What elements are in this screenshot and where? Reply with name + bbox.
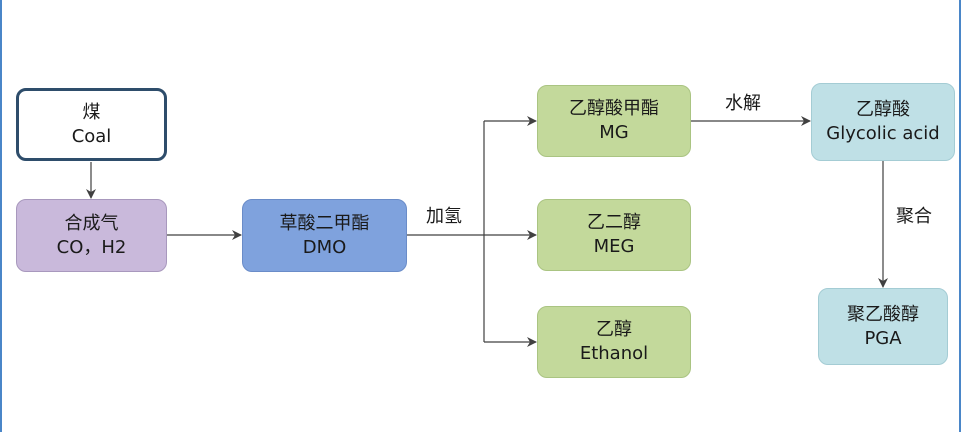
node-glycolic-zh: 乙醇酸 [856, 99, 910, 120]
edge-label-hydrolysis: 水解 [725, 93, 761, 114]
node-meg: 乙二醇 MEG [537, 199, 691, 271]
node-ethanol-zh: 乙醇 [596, 319, 632, 340]
node-coal: 煤 Coal [16, 88, 167, 161]
node-pga: 聚乙酸醇 PGA [818, 288, 948, 365]
node-glycolic-en: Glycolic acid [826, 123, 940, 144]
left-frame-line [0, 0, 2, 432]
node-dmo: 草酸二甲酯 DMO [242, 199, 407, 272]
edge-label-hydrogenation: 加氢 [426, 206, 462, 227]
node-pga-zh: 聚乙酸醇 [847, 303, 919, 325]
node-syngas-zh: 合成气 [64, 212, 119, 234]
node-dmo-en: DMO [302, 236, 347, 258]
node-meg-en: MEG [593, 236, 635, 257]
node-dmo-zh: 草酸二甲酯 [279, 212, 370, 234]
node-pga-en: PGA [864, 327, 902, 349]
node-coal-en: Coal [71, 125, 112, 147]
node-syngas-en: CO，H2 [56, 236, 127, 258]
node-ethanol-en: Ethanol [579, 343, 649, 364]
node-syngas: 合成气 CO，H2 [16, 199, 167, 272]
node-ethanol: 乙醇 Ethanol [537, 306, 691, 378]
node-mg-en: MG [599, 122, 629, 143]
node-glycolic-acid: 乙醇酸 Glycolic acid [811, 83, 955, 161]
right-frame-line [959, 0, 961, 432]
node-mg-zh: 乙醇酸甲酯 [569, 98, 659, 119]
node-mg: 乙醇酸甲酯 MG [537, 85, 691, 157]
edge-label-polymerization: 聚合 [896, 206, 932, 227]
node-coal-zh: 煤 [82, 101, 101, 123]
node-meg-zh: 乙二醇 [587, 212, 641, 233]
